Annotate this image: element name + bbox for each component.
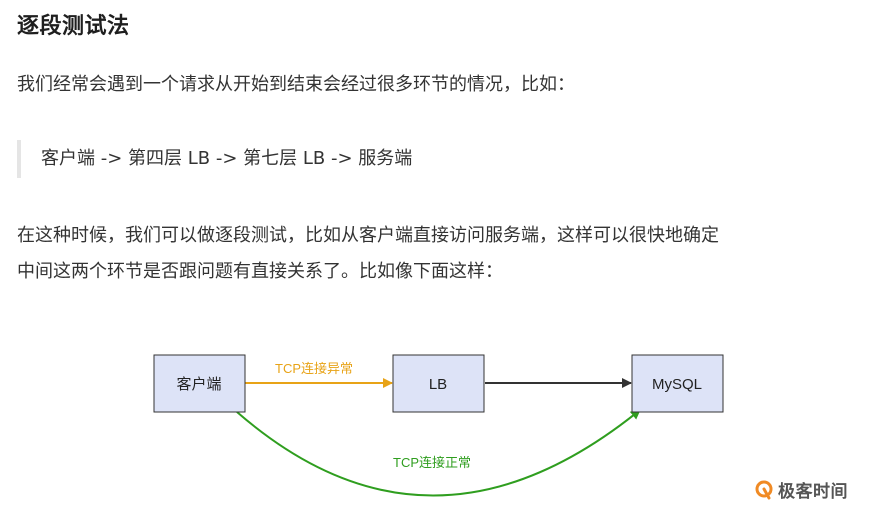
body-paragraph-line-2: 中间这两个环节是否跟问题有直接关系了。比如像下面这样： [17, 261, 503, 282]
node-client: 客户端 [153, 354, 246, 413]
edge-client-mysql [236, 409, 641, 497]
edge-label-normal: TCP连接正常 [393, 455, 471, 470]
edge-label-abnormal: TCP连接异常 [275, 361, 353, 376]
node-mysql-label: MySQL [652, 376, 702, 393]
section-heading: 逐段测试法 [17, 14, 130, 39]
body-paragraph-line-1: 在这种时候，我们可以做逐段测试，比如从客户端直接访问服务端，这样可以很快地确定 [17, 225, 719, 246]
geektime-logo-icon [755, 480, 773, 499]
node-lb-label: LB [429, 376, 447, 393]
chain-blockquote: 客户端 -> 第四层 LB -> 第七层 LB -> 服务端 [17, 140, 412, 178]
watermark-text: 极客时间 [778, 482, 848, 502]
node-lb: LB [392, 354, 485, 413]
geektime-watermark: 极客时间 [754, 477, 848, 502]
intro-paragraph: 我们经常会遇到一个请求从开始到结束会经过很多环节的情况，比如： [17, 74, 575, 95]
chain-quote-text: 客户端 -> 第四层 LB -> 第七层 LB -> 服务端 [41, 148, 413, 169]
node-mysql: MySQL [631, 354, 724, 413]
node-client-label: 客户端 [176, 376, 221, 393]
